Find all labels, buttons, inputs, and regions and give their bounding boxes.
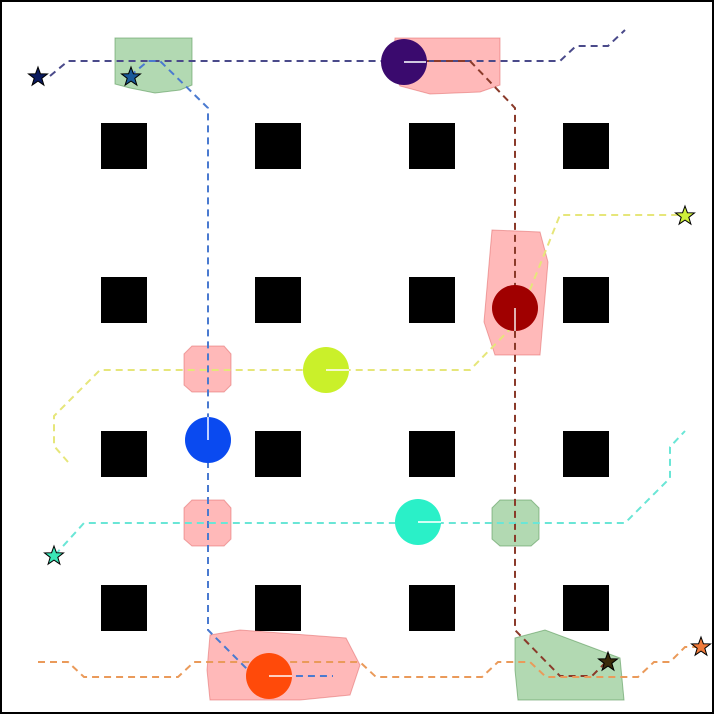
obstacle <box>563 277 609 323</box>
obstacle <box>101 123 147 169</box>
blue-path-lower <box>207 437 333 677</box>
obstacle <box>563 585 609 631</box>
agents <box>185 39 538 699</box>
navy-path <box>49 29 626 77</box>
obstacle <box>255 123 301 169</box>
obstacle <box>255 431 301 477</box>
cyan-path <box>54 430 686 556</box>
obstacle <box>563 431 609 477</box>
orange-goal-star-icon <box>690 635 712 657</box>
green-zone <box>514 629 625 701</box>
obstacle <box>409 123 455 169</box>
cyan-goal-star-icon <box>43 544 65 566</box>
obstacle <box>409 277 455 323</box>
yellow-path <box>53 214 684 463</box>
obstacle <box>409 431 455 477</box>
obstacles <box>101 123 609 631</box>
obstacle <box>563 123 609 169</box>
obstacle <box>101 431 147 477</box>
obstacle <box>255 585 301 631</box>
darkred-goal-star-icon <box>597 650 619 672</box>
obstacle <box>101 277 147 323</box>
yellow-goal-star-icon <box>674 204 696 226</box>
blue-goal-star-icon <box>120 65 142 87</box>
obstacle <box>101 585 147 631</box>
darkred-path <box>410 60 609 677</box>
green-zone <box>114 37 193 94</box>
obstacle <box>409 585 455 631</box>
navy-goal-star-icon <box>27 65 49 87</box>
paths <box>38 29 700 678</box>
blue-path <box>129 60 209 437</box>
goals <box>27 65 712 672</box>
obstacle <box>255 277 301 323</box>
orange-path <box>38 646 700 678</box>
